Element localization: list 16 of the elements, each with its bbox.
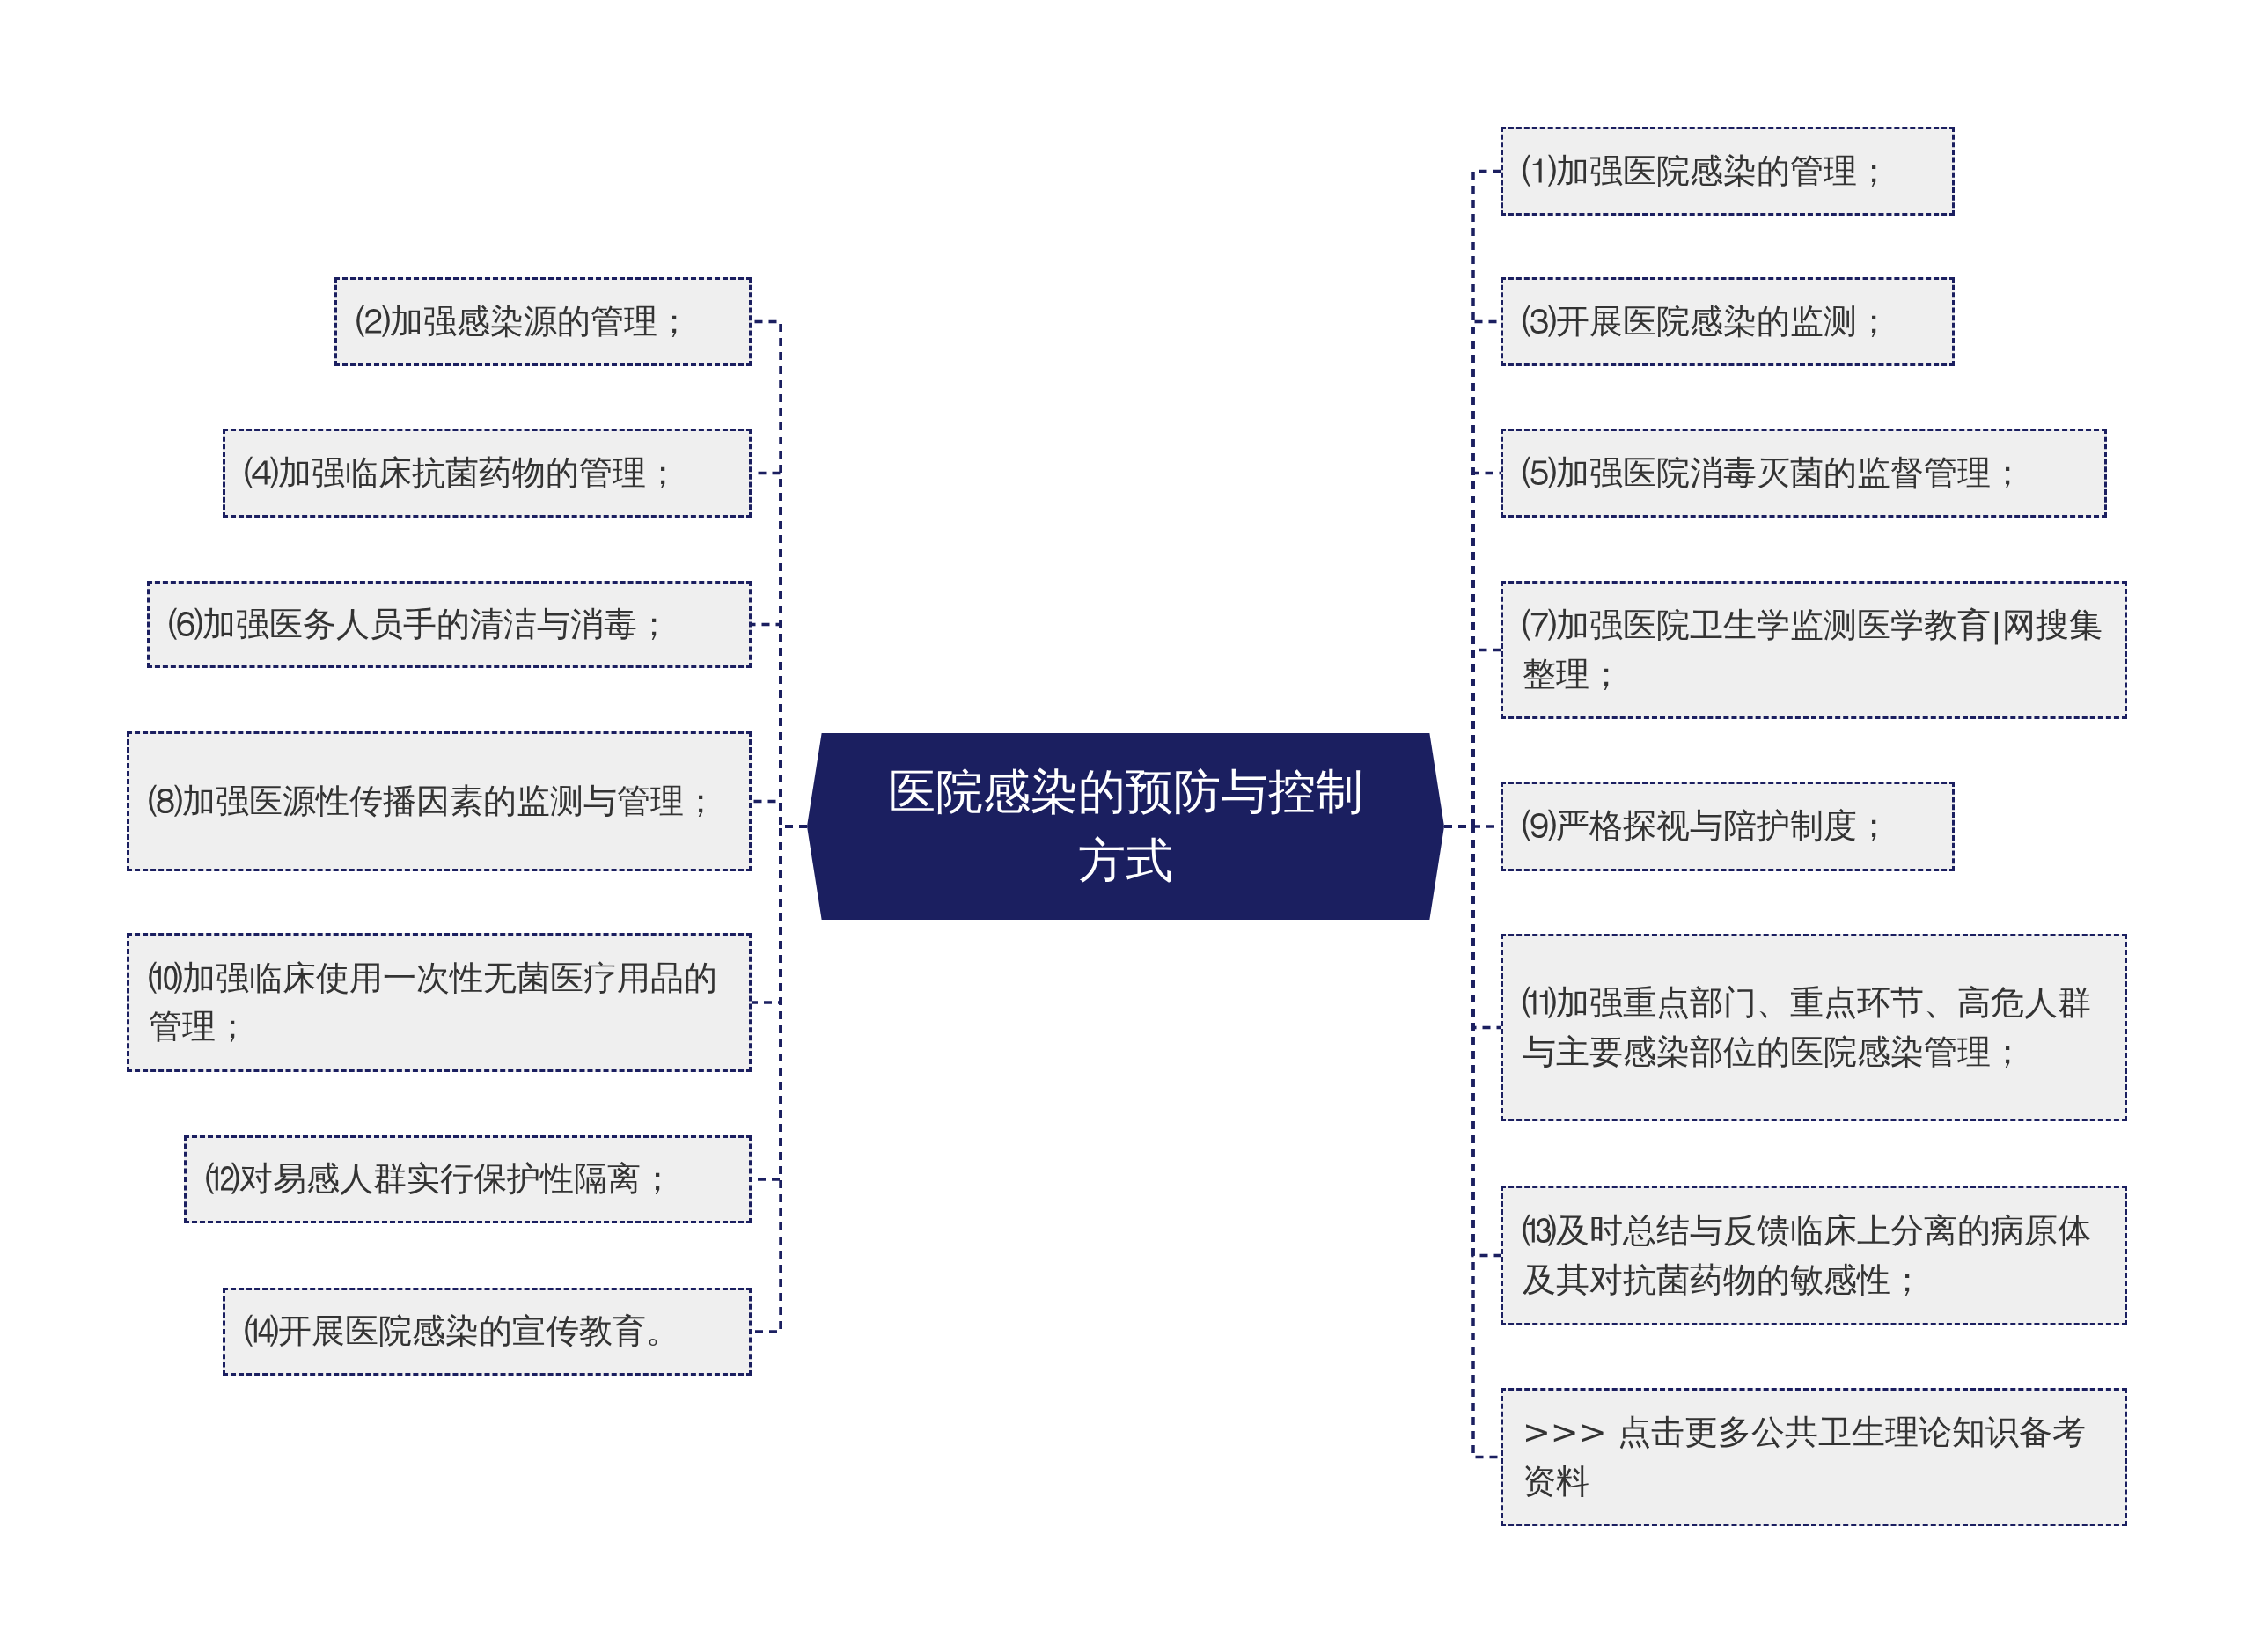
central-topic: 医院感染的预防与控制方式 [807,733,1444,920]
topic-box: ⑺加强医院卫生学监测医学教育|网搜集整理； [1501,581,2127,719]
topic-box: ⑻加强医源性传播因素的监测与管理； [127,731,752,871]
topic-box: ⒀及时总结与反馈临床上分离的病原体及其对抗菌药物的敏感性； [1501,1186,2127,1325]
topic-box: ⒁开展医院感染的宣传教育。 [223,1288,752,1376]
topic-box: ⑽加强临床使用一次性无菌医疗用品的管理； [127,933,752,1072]
topic-box: ⑷加强临床抗菌药物的管理； [223,429,752,518]
topic-box: ⑿对易感人群实行保护性隔离； [184,1135,752,1223]
topic-box: ⑴加强医院感染的管理； [1501,127,1955,216]
topic-box: ⑵加强感染源的管理； [334,277,752,366]
topic-box: ⑸加强医院消毒灭菌的监督管理； [1501,429,2107,518]
topic-box: ⑹加强医务人员手的清洁与消毒； [147,581,752,668]
topic-box: ⑶开展医院感染的监测； [1501,277,1955,366]
topic-box: ⑾加强重点部门、重点环节、高危人群与主要感染部位的医院感染管理； [1501,934,2127,1121]
topic-box: ⑼严格探视与陪护制度； [1501,782,1955,871]
topic-box: >>> 点击更多公共卫生理论知识备考资料 [1501,1388,2127,1526]
